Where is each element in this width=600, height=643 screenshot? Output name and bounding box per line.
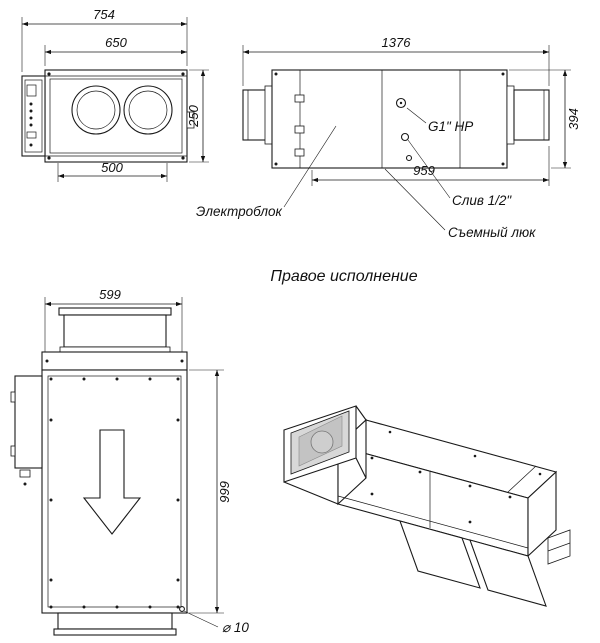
heater-pipe-port bbox=[395, 97, 407, 109]
top-view: 599 bbox=[10, 287, 249, 636]
indicator-leds bbox=[29, 102, 33, 127]
dim-overall-width: 754 bbox=[93, 7, 115, 22]
dim-hole-diameter: ⌀ 10 bbox=[222, 620, 249, 635]
switch bbox=[26, 131, 37, 139]
dim-body-width: 650 bbox=[105, 35, 127, 50]
top-duct-flange bbox=[58, 307, 172, 316]
dim-length: 999 bbox=[217, 481, 232, 503]
iso-screws bbox=[370, 430, 542, 524]
corner-screws bbox=[47, 72, 185, 160]
electric-panel-frame bbox=[24, 79, 43, 153]
dim-bottom-width: 500 bbox=[101, 160, 123, 175]
knob bbox=[29, 143, 33, 147]
dim-width: 599 bbox=[99, 287, 121, 302]
duct-opening-left bbox=[71, 85, 121, 135]
right-duct-flange bbox=[506, 85, 515, 145]
bottom-duct-flange bbox=[53, 628, 177, 636]
right-duct bbox=[513, 89, 550, 141]
iso-open-hatch-2 bbox=[469, 539, 547, 607]
mount-hole bbox=[179, 606, 185, 612]
iso-duct-edge bbox=[283, 481, 339, 505]
electric-panel-top bbox=[14, 375, 43, 469]
leader-line bbox=[384, 168, 446, 231]
hinge-clips bbox=[294, 94, 305, 157]
iso-bottom-flange-line bbox=[337, 495, 529, 549]
label-drain: Слив 1/2" bbox=[452, 193, 512, 208]
duct-opening-right bbox=[123, 85, 173, 135]
electric-panel bbox=[21, 75, 46, 157]
leader-line bbox=[183, 610, 219, 628]
iso-top-seam bbox=[507, 465, 537, 493]
leader-line bbox=[283, 125, 337, 208]
iso-duct-edge bbox=[355, 457, 367, 479]
unit-body-side bbox=[271, 69, 508, 169]
bottom-duct bbox=[57, 612, 173, 630]
iso-open-hatch-1 bbox=[399, 520, 481, 589]
left-duct-flange bbox=[264, 85, 273, 145]
dim-length: 1376 bbox=[382, 35, 412, 50]
side-tab bbox=[186, 111, 195, 129]
front-panel-frame bbox=[49, 78, 183, 154]
drawing-title: Правое исполнение bbox=[270, 268, 417, 285]
dim-height: 394 bbox=[566, 108, 581, 130]
dim-height: 250 bbox=[186, 104, 201, 127]
front-view: 754 650 250 bbox=[21, 7, 209, 182]
iso-bracket-seam bbox=[547, 542, 571, 552]
heater-pipe-port-center bbox=[399, 101, 403, 105]
panel-screws bbox=[49, 377, 180, 609]
isometric-view bbox=[283, 405, 571, 607]
duct-opening-left-inner bbox=[76, 90, 116, 130]
iso-duct-edge bbox=[355, 405, 367, 421]
top-duct-base bbox=[59, 346, 171, 353]
drain-port bbox=[400, 132, 410, 142]
unit-body-front bbox=[44, 69, 188, 163]
side-view: 1376 394 bbox=[196, 35, 581, 240]
screw bbox=[180, 359, 184, 363]
screw bbox=[45, 359, 49, 363]
label-electric-block: Электроблок bbox=[196, 204, 283, 219]
label-hatch: Съемный люк bbox=[448, 225, 536, 240]
top-panel-frame bbox=[47, 375, 182, 608]
hinge bbox=[10, 445, 16, 457]
display-window bbox=[26, 84, 37, 97]
knob bbox=[23, 482, 27, 486]
dim-hatch-length: 959 bbox=[413, 163, 435, 178]
label-pipe: G1" HP bbox=[428, 119, 473, 134]
service-port bbox=[405, 154, 413, 162]
corner-screws bbox=[274, 72, 505, 166]
iso-fan-inlet bbox=[310, 430, 334, 454]
top-duct bbox=[63, 314, 167, 348]
leader-line bbox=[406, 107, 427, 124]
latch bbox=[19, 469, 31, 478]
roof-plate bbox=[41, 351, 188, 371]
leader-line bbox=[407, 139, 451, 199]
duct-opening-right-inner bbox=[128, 90, 168, 130]
airflow-arrow-icon bbox=[82, 429, 142, 535]
hinge bbox=[10, 391, 16, 403]
